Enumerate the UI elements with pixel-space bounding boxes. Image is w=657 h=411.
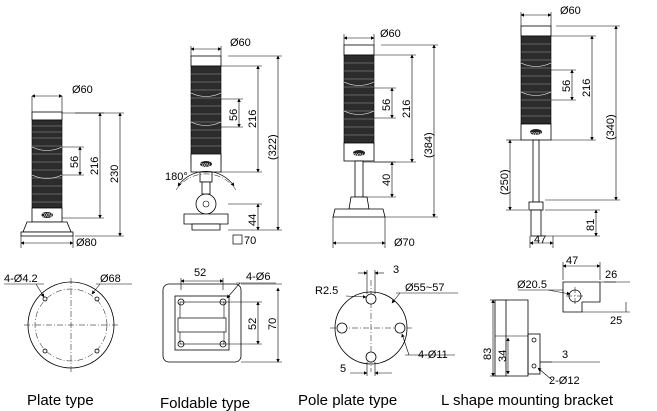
caption-foldable: Foldable type — [160, 395, 250, 411]
pole-height: 40 — [381, 174, 393, 186]
bracket-view-hole: Ø20.5 — [517, 279, 547, 291]
plate-tower: Ø60 OXN 56 216 230 — [20, 84, 124, 249]
foldable-view-inner: 52 — [247, 318, 259, 330]
caption-plate: Plate type — [27, 392, 94, 409]
bracket-total: (340) — [605, 114, 617, 140]
plate-module: 56 — [69, 156, 81, 168]
bracket-tower: Ø60 OXN 56 216 (340) — [499, 5, 620, 248]
bracket-logo: OXN — [530, 132, 541, 138]
bracket-body: 216 — [581, 79, 593, 97]
pole-total: (384) — [423, 132, 435, 158]
plate-base: Ø80 — [76, 237, 97, 249]
bracket-detail-view: 47 26 Ø20.5 25 83 34 3 2-Ø12 — [482, 255, 630, 387]
foldable-base: 70 — [244, 235, 256, 247]
bracket-view-width: 47 — [566, 255, 578, 267]
pole-view-radius: R2.5 — [315, 285, 338, 297]
pole-view-slot: 3 — [393, 264, 399, 276]
bracket-width: 47 — [534, 234, 546, 246]
pole-view-holes: 4-Ø11 — [418, 349, 448, 361]
bracket-diameter: Ø60 — [560, 5, 581, 17]
bracket-view-h1: 83 — [482, 348, 494, 360]
plate-pcd: Ø68 — [100, 273, 121, 285]
pole-logo: OXN — [352, 153, 363, 159]
pole-view-pcd: Ø55~57 — [405, 282, 444, 294]
bracket-pole: (250) — [499, 169, 511, 195]
pole-module: 56 — [381, 99, 393, 111]
plate-diameter: Ø60 — [72, 84, 93, 96]
pole-bottom-view: 3 R2.5 Ø55~57 4-Ø11 5 — [315, 264, 458, 376]
caption-bracket: L shape mounting bracket — [441, 392, 614, 409]
plate-holes: 4-Ø4.2 — [4, 273, 38, 285]
plate-total: 230 — [109, 165, 121, 183]
bracket-view-height: 26 — [605, 269, 617, 281]
plate-bottom-view: 4-Ø4.2 Ø68 — [4, 273, 132, 372]
bracket-base-height: 81 — [585, 219, 597, 231]
foldable-view-outer: 70 — [267, 318, 279, 330]
foldable-angle: 180° — [165, 171, 188, 183]
foldable-view-width: 52 — [194, 267, 206, 279]
foldable-logo: OXN — [199, 163, 210, 169]
square-symbol — [232, 234, 243, 245]
bracket-view-gap: 3 — [562, 349, 568, 361]
bracket-view-holes: 2-Ø12 — [549, 375, 580, 387]
plate-body: 216 — [89, 157, 101, 175]
pole-tower: Ø60 OXN 56 216 (384) — [332, 28, 438, 249]
foldable-tower: Ø60 OXN 180° 56 — [165, 37, 282, 247]
pole-diameter: Ø60 — [380, 28, 401, 40]
caption-pole: Pole plate type — [298, 392, 397, 409]
foldable-module: 56 — [228, 109, 240, 121]
foldable-view-holes: 4-Ø6 — [246, 271, 270, 283]
pole-base: Ø70 — [394, 237, 415, 249]
foldable-base-height: 44 — [247, 214, 259, 226]
bracket-view-thickness: 25 — [610, 315, 622, 327]
foldable-total: (322) — [267, 134, 279, 160]
foldable-body: 216 — [247, 110, 259, 128]
bracket-view-h2: 34 — [497, 350, 509, 362]
pole-body: 216 — [401, 100, 413, 118]
plate-logo: OXN — [41, 213, 52, 219]
foldable-bottom-view: 52 4-Ø6 52 70 — [162, 267, 282, 363]
foldable-diameter: Ø60 — [230, 37, 251, 49]
pole-view-width: 5 — [340, 363, 346, 375]
bracket-module: 56 — [561, 80, 573, 92]
